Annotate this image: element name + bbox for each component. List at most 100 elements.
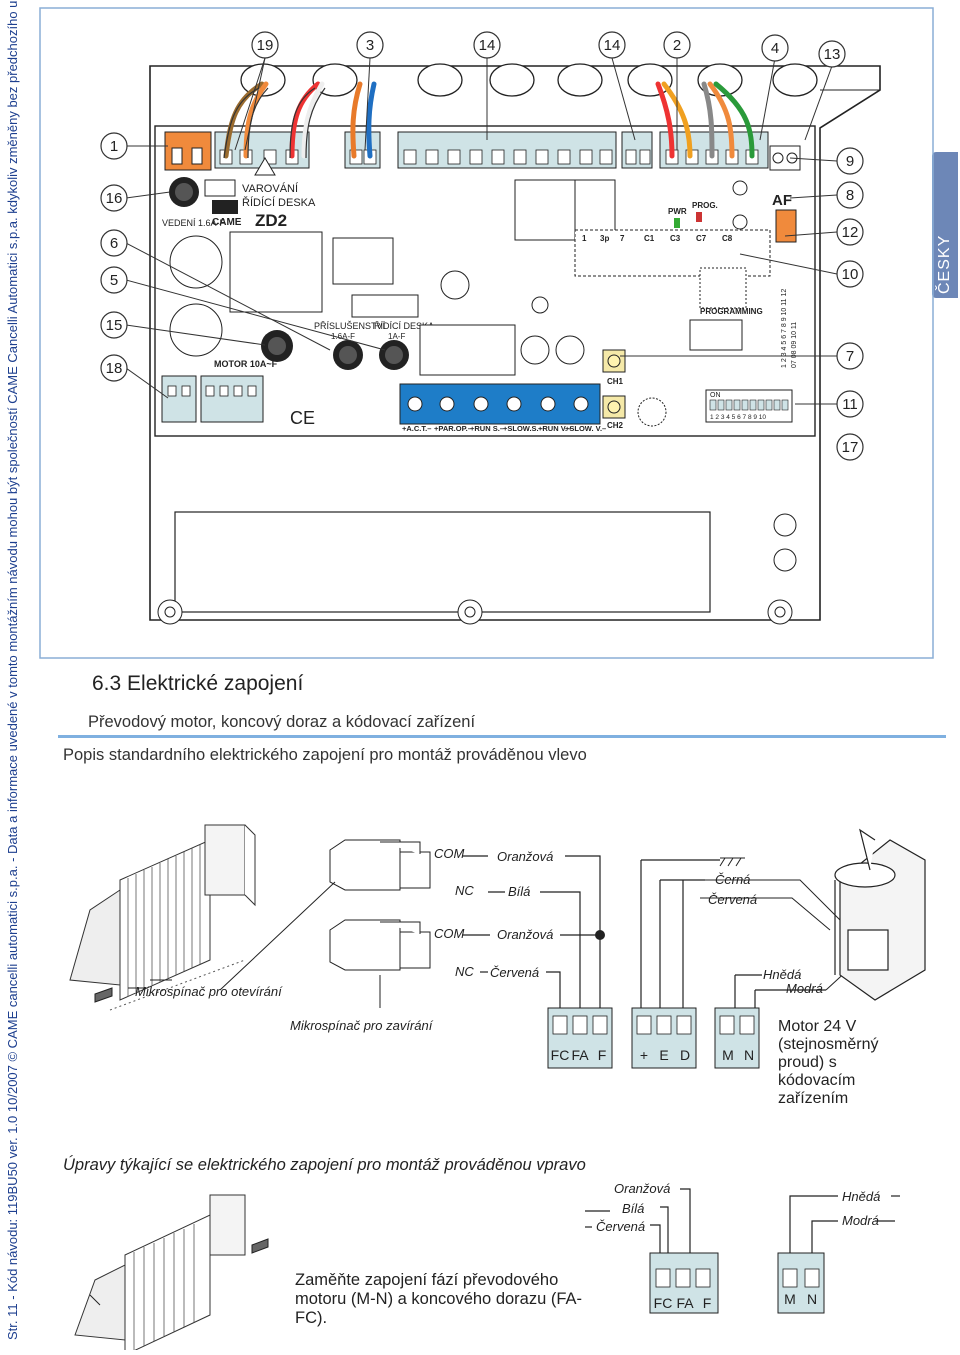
switch-close [329, 919, 431, 971]
trimmer-slows-label: +SLOW.S.– [503, 424, 543, 433]
motor-illustration [834, 828, 926, 1001]
svg-text:CH1: CH1 [607, 377, 624, 386]
svg-text:ŘÍDÍCÍ DESKA: ŘÍDÍCÍ DESKA [374, 321, 434, 331]
switch-open [329, 839, 431, 891]
switch-wires [462, 855, 826, 1035]
right-terminal-fa-label: FA [676, 1295, 694, 1311]
capacitor-2 [169, 303, 223, 357]
callout-12: 12 [842, 224, 859, 241]
callout-8: 8 [846, 187, 854, 204]
callout-14b: 14 [604, 37, 621, 54]
divider-line [58, 735, 946, 738]
control-board-diagram: VEDENÍ 1.6A-F CAME VAROVÁNÍ ŘÍDÍCÍ DESKA… [39, 7, 934, 659]
motor-description: Motor 24 V (stejnosměrný proud) s kódova… [778, 1018, 879, 1107]
trimmer-parop-label: +PAR.OP.– [434, 424, 472, 433]
right-terminal-fc-label: FC [654, 1295, 673, 1311]
ground-symbol-icon [719, 857, 745, 867]
callout-14a: 14 [479, 37, 496, 54]
svg-text:C3: C3 [670, 234, 681, 243]
svg-text:C8: C8 [722, 234, 733, 243]
terminal-f-label: F [598, 1047, 607, 1063]
control-board-label: ŘÍDÍCÍ DESKA [242, 196, 316, 209]
gate-illustration [69, 824, 256, 1001]
callout-4: 4 [771, 40, 779, 57]
swap-note: Zaměňte zapojení fází převodového motoru… [295, 1271, 583, 1327]
right-terminal-f-label: F [703, 1295, 712, 1311]
wiring-diagram-left: COM NC COM NC Oranžová Bílá Oranžová Čer… [69, 824, 926, 1069]
svg-text:07 08 09 10 11: 07 08 09 10 11 [791, 322, 798, 368]
svg-text:1 2 3 4 5 6 7 8 9 10 11 12: 1 2 3 4 5 6 7 8 9 10 11 12 [781, 289, 788, 368]
trimmer-runs-label: +RUN S.– [470, 424, 504, 433]
right-wire-orange-label: Oranžová [614, 1181, 670, 1196]
callout-5: 5 [110, 272, 118, 289]
capacitor-1 [169, 235, 223, 289]
relay [419, 324, 516, 376]
programming-label: PROGRAMMING [700, 307, 763, 316]
trimmer-act-label: +A.C.T.– [402, 424, 431, 433]
terminal-strip-motor-a [161, 375, 197, 423]
warning-icon [254, 157, 276, 176]
nc-label-open: NC [455, 883, 474, 898]
wire-orange-label-2: Oranžová [497, 927, 553, 942]
terminal-n-label: N [744, 1047, 754, 1063]
callout-18: 18 [106, 360, 123, 377]
callouts [100, 31, 864, 461]
svg-text:PROG.: PROG. [692, 201, 718, 210]
terminal-fa-label: FA [571, 1047, 589, 1063]
right-terminal-m-label: M [784, 1291, 796, 1307]
nc-label-close: NC [455, 964, 474, 979]
callout-7: 7 [846, 348, 854, 365]
af-connector [775, 209, 797, 243]
warning-label: VAROVÁNÍ [242, 182, 299, 195]
callout-10: 10 [842, 266, 859, 283]
pwr-led [674, 218, 680, 228]
prog-led [696, 212, 702, 222]
callout-2: 2 [673, 37, 681, 54]
ce-mark: CE [290, 408, 315, 428]
callout-13: 13 [824, 46, 841, 63]
callout-16: 16 [106, 190, 123, 207]
callout-17: 17 [842, 439, 859, 456]
trimmer-runv-label: +RUN V.– [538, 424, 571, 433]
callout-9: 9 [846, 153, 854, 170]
callout-19: 19 [257, 37, 274, 54]
af-label: AF [772, 192, 792, 209]
callout-6: 6 [110, 235, 118, 252]
wire-brown-label: Hnědá [763, 967, 801, 982]
terminal-strip-motor-b [200, 375, 264, 423]
svg-text:1A-F: 1A-F [388, 332, 405, 341]
brand-label: CAME [212, 217, 242, 228]
diagram-frame [39, 7, 934, 659]
svg-text:CH2: CH2 [607, 421, 624, 430]
switch-open-label: Mikrospínač pro otevírání [135, 984, 283, 999]
trimmer-slowv-label: +SLOW. V.– [565, 424, 606, 433]
wire-red-label-encoder: Červená [708, 892, 757, 907]
language-tab[interactable]: ČESKY [932, 152, 958, 298]
right-wire-brown-label: Hnědá [842, 1189, 880, 1204]
enclosure-lower-panel [174, 511, 711, 613]
transformer [229, 231, 323, 313]
terminal-d-label: D [680, 1047, 690, 1063]
right-wire-blue-label: Modrá [842, 1213, 879, 1228]
trimmer-strip [399, 383, 601, 425]
svg-text:ON: ON [710, 392, 721, 399]
wire-orange-label-1: Oranžová [497, 849, 553, 864]
accessories-fuse-label: PŘÍSLUŠENSTVÍ [314, 321, 386, 331]
line-fuse-label: VEDENÍ 1.6A-F [162, 218, 226, 228]
right-mounting-description: Úpravy týkající se elektrického zapojení… [63, 1156, 586, 1174]
callout-1: 1 [110, 138, 118, 155]
wiring-diagram-right: Oranžová Bílá Červená Hnědá Modrá FC FA … [74, 1181, 900, 1350]
callout-15: 15 [106, 317, 123, 334]
svg-text:C1: C1 [644, 234, 655, 243]
cable-glands [240, 63, 818, 97]
callout-11: 11 [842, 396, 858, 413]
terminal-plus-label: + [640, 1047, 648, 1063]
junction-dot [595, 930, 605, 940]
right-wire-red-label: Červená [596, 1219, 645, 1234]
wire-blue-label: Modrá [786, 981, 823, 996]
gate-bars [127, 845, 201, 996]
svg-text:1: 1 [582, 234, 587, 243]
com-label-close: COM [434, 926, 465, 941]
right-wire-white-label: Bílá [622, 1201, 644, 1216]
svg-text:1.6A-F: 1.6A-F [331, 332, 355, 341]
